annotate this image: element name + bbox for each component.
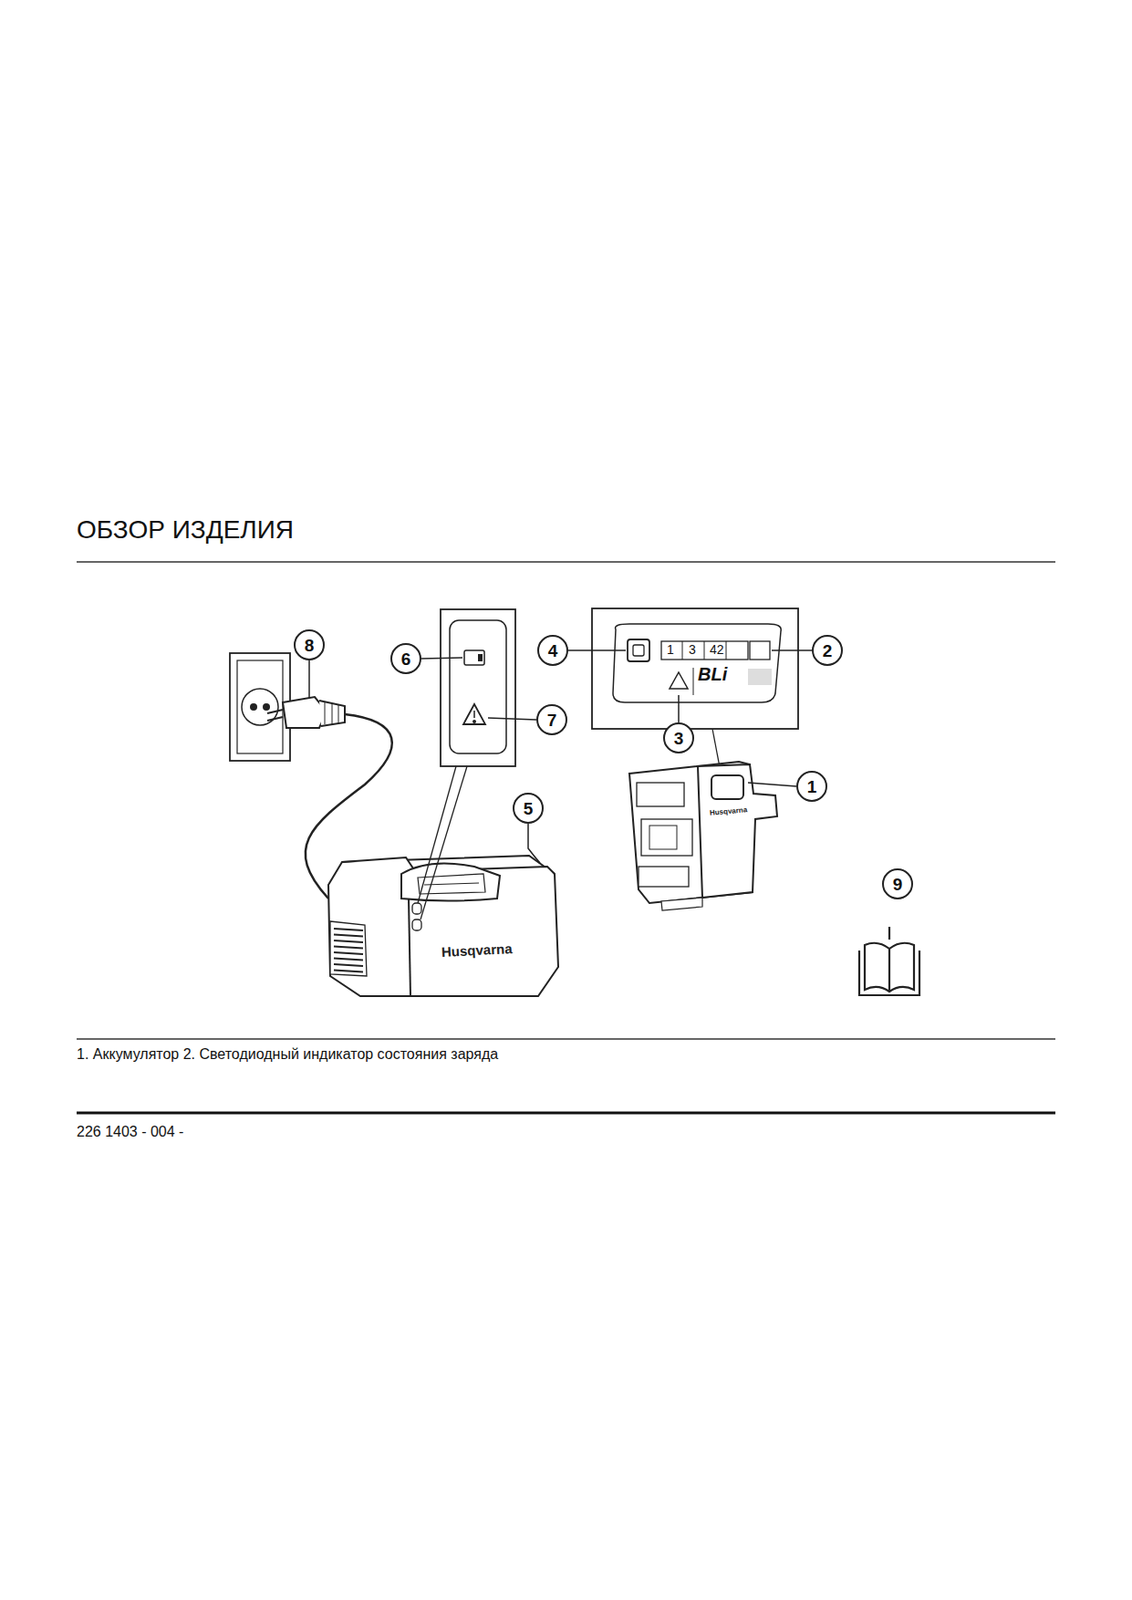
callout-number: 7 bbox=[547, 711, 558, 729]
charger-vents bbox=[333, 928, 364, 973]
led-number: 3 bbox=[688, 643, 696, 657]
battery-logo: BLi bbox=[697, 664, 727, 685]
charger bbox=[328, 855, 559, 997]
document-number: 226 1403 - 004 - bbox=[76, 1123, 184, 1141]
callout-circle: 1 bbox=[796, 770, 828, 802]
callout-circle: 3 bbox=[663, 722, 695, 754]
battery bbox=[629, 761, 778, 911]
led-number: 1 bbox=[666, 643, 675, 657]
figure-caption: 1. Аккумулятор 2. Светодиодный индикатор… bbox=[76, 1046, 499, 1063]
led-number: 42 bbox=[709, 643, 725, 657]
callout-number: 2 bbox=[822, 642, 833, 660]
callout-number: 9 bbox=[893, 875, 904, 894]
callout-number: 5 bbox=[523, 799, 534, 818]
manual-icon bbox=[859, 926, 920, 996]
callout-number: 1 bbox=[807, 778, 818, 796]
wall-socket bbox=[229, 653, 291, 761]
rule bbox=[76, 1038, 1056, 1040]
power-plug bbox=[267, 696, 345, 728]
callout-circle: 7 bbox=[536, 704, 568, 736]
charger-inset bbox=[417, 609, 516, 920]
callout-number: 4 bbox=[548, 642, 559, 660]
callout-number: 8 bbox=[304, 636, 315, 655]
callout-number: 3 bbox=[674, 729, 685, 748]
callout-circle: 9 bbox=[882, 868, 914, 900]
rule bbox=[76, 1111, 1056, 1115]
callout-circle: 5 bbox=[512, 792, 544, 824]
page-title: ОБЗОР ИЗДЕЛИЯ bbox=[76, 516, 294, 545]
callout-circle: 2 bbox=[811, 634, 843, 666]
callout-circle: 6 bbox=[390, 643, 422, 675]
callout-number: 6 bbox=[401, 650, 412, 668]
leader-lines bbox=[309, 650, 812, 863]
rule bbox=[76, 560, 1056, 563]
callout-circle: 4 bbox=[537, 634, 569, 666]
callout-circle: 8 bbox=[293, 629, 325, 661]
battery-inset bbox=[591, 608, 799, 787]
